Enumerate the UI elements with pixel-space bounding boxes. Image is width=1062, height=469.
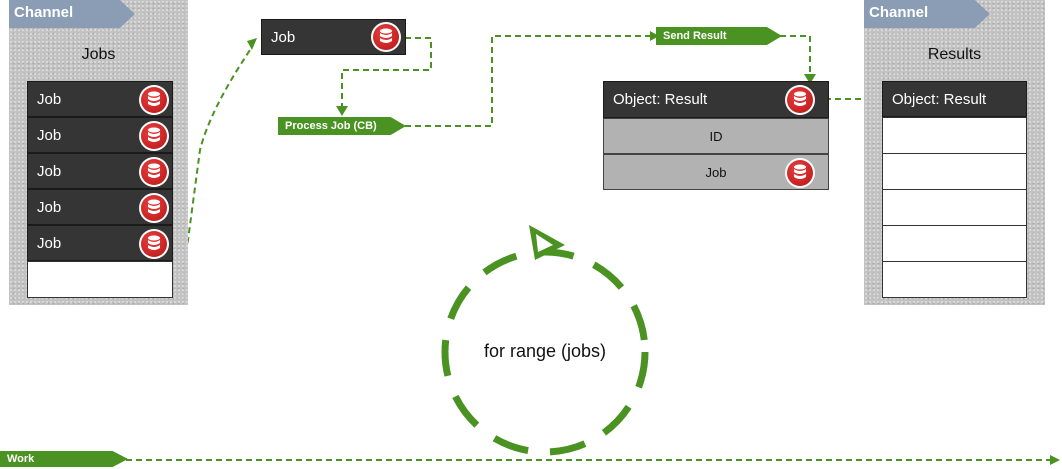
jobs-list-item[interactable]: Job	[27, 117, 173, 153]
results-list-empty-slot	[882, 153, 1027, 190]
results-panel-title: Results	[927, 46, 982, 63]
result-object: Object: Result ID Job	[603, 81, 829, 190]
result-field-job: Job	[603, 154, 829, 190]
work-tag: Work	[0, 451, 128, 467]
job-label: Job	[37, 90, 62, 108]
result-object-header[interactable]: Object: Result	[603, 81, 829, 118]
jobs-list-item[interactable]: Job	[27, 225, 173, 261]
database-icon	[139, 229, 169, 259]
results-list-empty-slot	[882, 225, 1027, 262]
loop-label: for range (jobs)	[483, 341, 607, 361]
database-icon	[785, 158, 815, 188]
jobs-panel-title: Jobs	[81, 46, 116, 63]
arrowhead-to-send	[650, 31, 659, 41]
database-icon	[785, 85, 815, 115]
database-icon	[371, 22, 401, 52]
results-list-empty-slot	[882, 189, 1027, 226]
job-label: Job	[37, 126, 62, 144]
process-to-send-line	[405, 35, 652, 127]
send-to-object-line	[780, 35, 811, 76]
jobs-list-item[interactable]: Job	[27, 81, 173, 117]
database-icon	[139, 193, 169, 223]
job-label: Job	[37, 198, 62, 216]
database-icon	[139, 85, 169, 115]
database-icon	[139, 157, 169, 187]
arrowhead-work-end	[1050, 455, 1060, 465]
arrowhead-to-process	[336, 106, 348, 116]
result-field-id: ID	[603, 118, 829, 154]
job-label: Job	[37, 234, 62, 252]
results-list-item[interactable]: Object: Result	[882, 81, 1027, 117]
results-list-empty-slot	[882, 117, 1027, 154]
send-result-tag: Send Result	[656, 27, 782, 45]
results-item-label: Object: Result	[892, 90, 987, 108]
current-job-label: Job	[271, 28, 296, 46]
arrowhead-to-job	[247, 38, 257, 50]
results-channel-tab: Channel	[864, 0, 990, 28]
loop-cycle-icon	[441, 225, 649, 456]
results-list-empty-slot	[882, 261, 1027, 298]
result-field-label: Job	[705, 164, 727, 180]
jobs-list-empty-slot	[27, 261, 173, 298]
result-object-title: Object: Result	[613, 91, 708, 108]
database-icon	[139, 121, 169, 151]
process-job-tag: Process Job (CB)	[278, 117, 406, 135]
jobs-channel-tab: Channel	[9, 0, 135, 28]
jobs-list-item[interactable]: Job	[27, 189, 173, 225]
current-job-box[interactable]: Job	[261, 19, 406, 55]
result-field-label: ID	[709, 128, 723, 144]
arrowhead-to-object	[804, 74, 816, 84]
jobs-list-item[interactable]: Job	[27, 153, 173, 189]
job-label: Job	[37, 162, 62, 180]
